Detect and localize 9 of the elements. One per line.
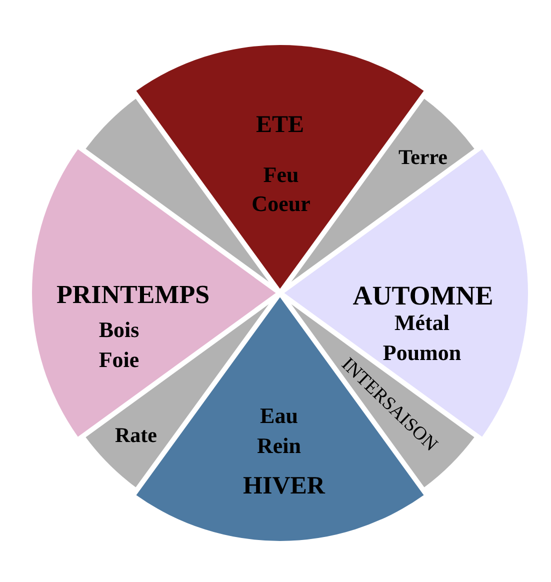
element-organ-label: Eau Rein bbox=[257, 402, 301, 460]
season-name: HIVER bbox=[243, 472, 325, 500]
sector-label: Terre bbox=[398, 145, 448, 169]
season-name: AUTOMNE bbox=[352, 280, 494, 312]
season-name: ETE bbox=[256, 111, 304, 139]
element-organ-label: Feu Coeur bbox=[252, 161, 310, 218]
sector-label: Rate bbox=[115, 423, 157, 447]
season-name: PRINTEMPS bbox=[56, 280, 210, 310]
element-organ-label: Bois Foie bbox=[98, 316, 140, 374]
